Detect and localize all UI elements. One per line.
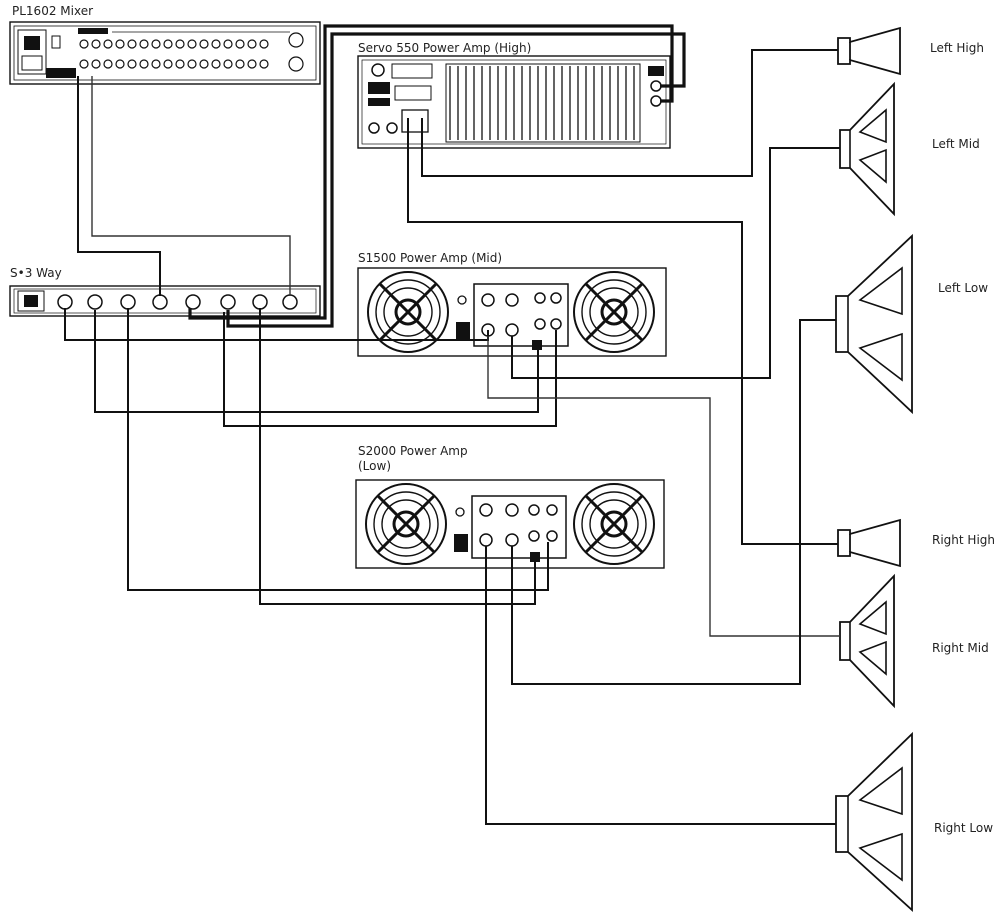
fan-right xyxy=(573,483,655,565)
wire-crossover-to-amp-mid-b xyxy=(94,310,539,413)
fan-left xyxy=(365,483,447,565)
speaker-left-low: Left Low xyxy=(835,233,988,415)
speaker-label: Right Mid xyxy=(932,641,989,655)
crossover-label: S•3 Way xyxy=(10,266,62,280)
speaker-left-high: Left High xyxy=(837,26,984,76)
mixer-unit: PL1602 Mixer xyxy=(9,4,321,85)
speaker-label: Left Low xyxy=(938,281,988,295)
wire-mixer-to-crossover-a xyxy=(77,76,161,296)
amp-high-label: Servo 550 Power Amp (High) xyxy=(358,41,531,55)
wire-amp-high-to-right-high xyxy=(407,118,838,545)
speaker-right-high: Right High xyxy=(837,518,995,568)
speaker-left-mid: Left Mid xyxy=(839,81,980,217)
wire-crossover-to-amp-mid-a xyxy=(64,308,489,341)
wire-amp-low-to-right-low xyxy=(485,546,836,825)
wire-mixer-to-crossover-b xyxy=(91,76,291,296)
amp-low-label-line2: (Low) xyxy=(358,459,391,473)
wire-crossover-to-amp-low-a xyxy=(127,308,549,591)
wire-amp-low-to-left-low xyxy=(511,319,836,685)
wire-amp-mid-to-right-mid xyxy=(487,336,840,637)
speaker-label: Right Low xyxy=(934,821,993,835)
mixer-label: PL1602 Mixer xyxy=(12,4,93,18)
wire-crossover-to-amp-high-a xyxy=(188,24,674,320)
wire-amp-mid-to-left-mid xyxy=(511,147,840,379)
amp-mid-label: S1500 Power Amp (Mid) xyxy=(358,251,502,265)
speaker-label: Left Mid xyxy=(932,137,980,151)
amp-high-unit: Servo 550 Power Amp (High) xyxy=(357,41,671,149)
wire-crossover-to-amp-low-b xyxy=(259,308,536,605)
speaker-right-low: Right Low xyxy=(835,731,993,913)
speaker-label: Right High xyxy=(932,533,995,547)
crossover-unit: S•3 Way xyxy=(9,266,321,317)
amp-low-unit: S2000 Power Amp (Low) xyxy=(355,444,665,569)
wire-crossover-to-amp-high-b xyxy=(226,32,686,328)
amp-low-label-line1: S2000 Power Amp xyxy=(358,444,468,458)
speaker-label: Left High xyxy=(930,41,984,55)
fan-right xyxy=(573,271,655,353)
fan-left xyxy=(367,271,449,353)
wire-amp-high-to-left-high xyxy=(421,49,838,177)
speaker-right-mid: Right Mid xyxy=(839,573,989,709)
